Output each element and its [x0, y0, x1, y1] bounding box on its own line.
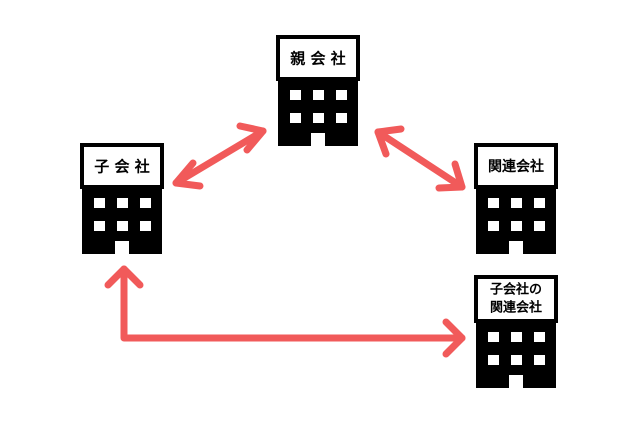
node-label-parent: 親 会 社	[290, 50, 345, 68]
building-windows	[94, 198, 151, 254]
building-parent-company: 親 会 社	[276, 35, 360, 146]
building-windows	[488, 332, 545, 388]
node-label-affiliate: 関連会社	[488, 158, 544, 175]
building-affiliate: 関連会社	[474, 143, 558, 254]
building-subsidiary: 子 会 社	[80, 143, 164, 254]
node-label-subsidiary: 子 会 社	[94, 158, 149, 176]
building-subsidiary-affiliate: 子会社の 関連会社	[474, 275, 558, 388]
building-windows	[488, 198, 545, 254]
node-label-subsidiary-affiliate-line1: 子会社の	[490, 282, 542, 298]
node-label-subsidiary-affiliate-line2: 関連会社	[490, 300, 542, 316]
arrow-parent-affiliate	[374, 125, 466, 192]
building-windows	[290, 90, 347, 146]
arrow-subsidiary-parent	[172, 122, 267, 190]
arrows	[104, 122, 466, 358]
arrow-subsidiary-subsidiary-affiliate	[104, 265, 466, 358]
